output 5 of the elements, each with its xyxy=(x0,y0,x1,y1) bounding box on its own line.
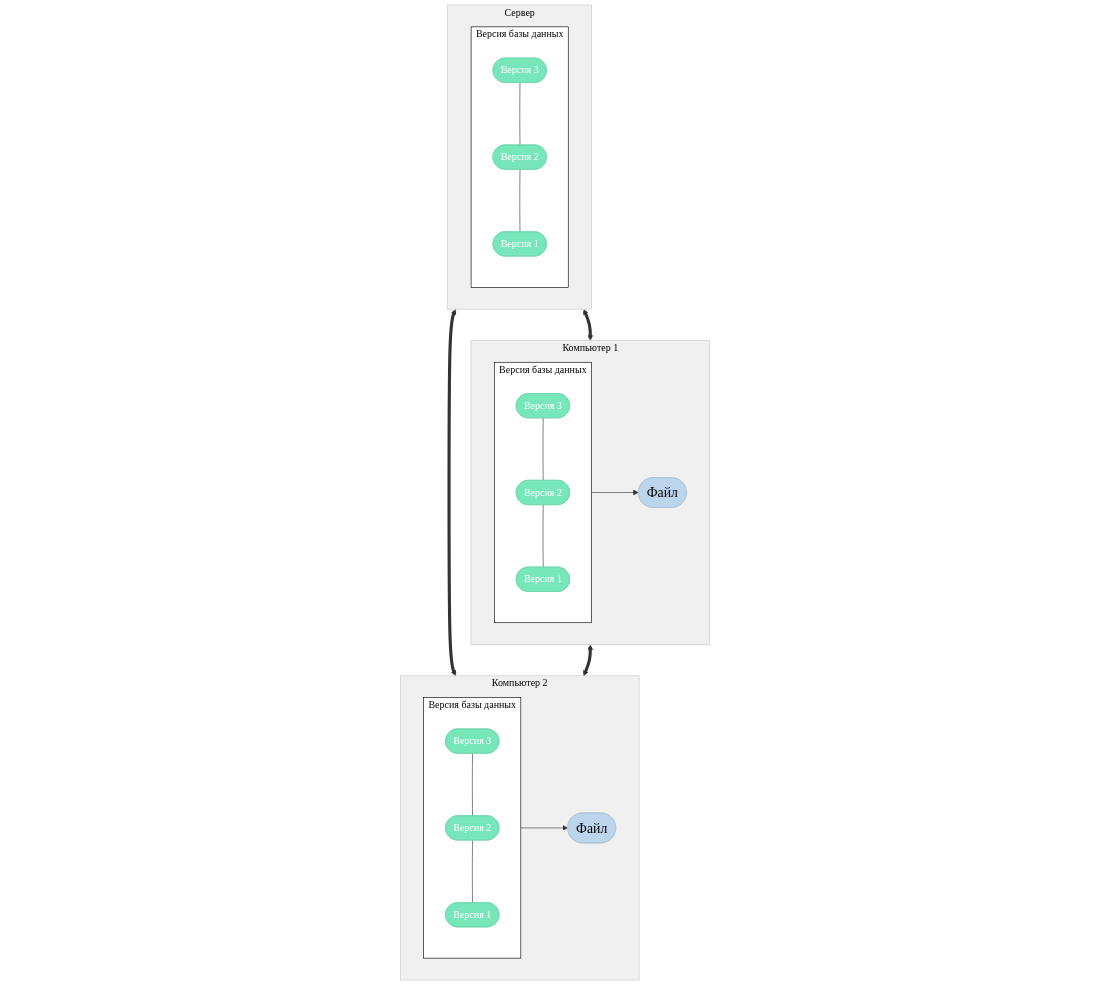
connector xyxy=(472,840,473,904)
arrow xyxy=(583,644,594,677)
arrow xyxy=(447,309,457,677)
arrow xyxy=(583,309,594,341)
connector xyxy=(472,753,473,817)
